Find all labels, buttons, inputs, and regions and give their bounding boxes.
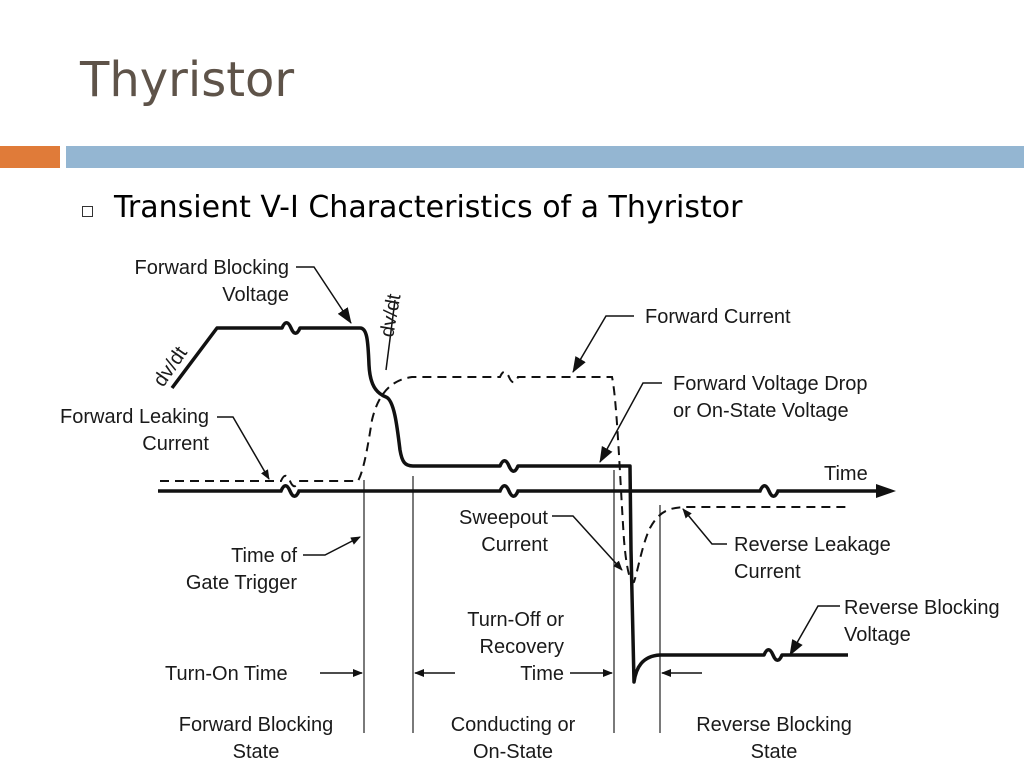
label-turn-on-time: Turn-On Time [165, 663, 288, 685]
label-forward-blocking-voltage-2: Voltage [222, 284, 289, 306]
label-reverse-leakage-current-2: Current [734, 561, 801, 583]
label-reverse-blocking-voltage-2: Voltage [844, 624, 911, 646]
label-state-conducting-1: Conducting or [451, 714, 576, 736]
label-forward-current: Forward Current [645, 306, 791, 328]
time-axis [158, 484, 896, 498]
label-time-axis: Time [824, 463, 868, 485]
label-reverse-blocking-voltage-1: Reverse Blocking [844, 597, 1000, 619]
label-forward-blocking-voltage-1: Forward Blocking [134, 257, 289, 279]
label-turn-off-time-3: Time [520, 663, 564, 685]
bullet-text: Transient V-I Characteristics of a Thyri… [114, 190, 743, 225]
label-forward-leaking-current-1: Forward Leaking [60, 406, 209, 428]
current-curve [160, 370, 848, 584]
accent-band-orange [0, 146, 60, 168]
leaders [217, 266, 840, 656]
label-forward-leaking-current-2: Current [142, 433, 209, 455]
label-state-conducting-2: On-State [473, 741, 553, 763]
label-sweepout-current-1: Sweepout [459, 507, 548, 529]
label-state-forward-blocking-1: Forward Blocking [179, 714, 334, 736]
label-time-of-gate-trigger-1: Time of [231, 545, 297, 567]
label-sweepout-current-2: Current [481, 534, 548, 556]
label-state-reverse-blocking-1: Reverse Blocking [696, 714, 852, 736]
bullet-square-icon [82, 206, 93, 217]
label-turn-off-time-2: Recovery [480, 636, 564, 658]
label-forward-voltage-drop-1: Forward Voltage Drop [673, 373, 868, 395]
voltage-curve [170, 321, 848, 684]
label-turn-off-time-1: Turn-Off or [467, 609, 564, 631]
label-time-of-gate-trigger-2: Gate Trigger [186, 572, 298, 594]
label-reverse-leakage-current-1: Reverse Leakage [734, 534, 891, 556]
label-dvdt-left: dv/dt [149, 342, 192, 390]
label-state-forward-blocking-2: State [233, 741, 280, 763]
slide-title: Thyristor [80, 52, 295, 108]
accent-band-blue [66, 146, 1024, 168]
label-state-reverse-blocking-2: State [751, 741, 798, 763]
label-forward-voltage-drop-2: or On-State Voltage [673, 400, 849, 422]
label-dvdt-right: dv/dt [376, 292, 405, 339]
